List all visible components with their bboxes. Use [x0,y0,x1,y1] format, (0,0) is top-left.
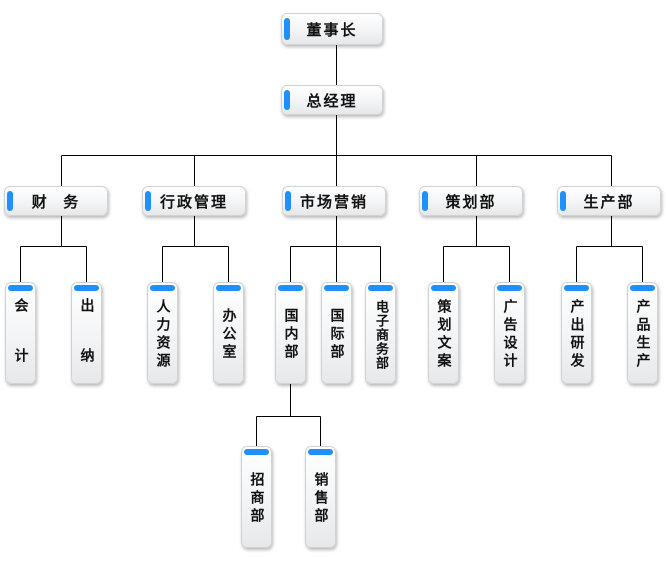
node-marketing: 市场营销 [282,186,386,216]
node-investment-promotion: 招商部 [241,446,272,548]
node-ad-design: 广告设计 [494,282,525,384]
node-label: 会 计 [12,298,29,372]
node-finance: 财 务 [4,186,108,216]
node-label: 产出研发 [568,299,585,371]
node-label: 办公室 [220,308,237,362]
connector-admin-children [162,216,229,282]
node-label: 销售部 [312,472,329,526]
node-planning: 策划部 [419,186,523,216]
node-product-production: 产品生产 [627,282,658,384]
node-office: 办公室 [213,282,244,384]
node-label: 人力资源 [154,299,171,371]
node-administration: 行政管理 [142,186,246,216]
node-general-manager: 总经理 [281,85,383,115]
node-human-resources: 人力资源 [147,282,178,384]
node-label: 国际部 [328,308,345,362]
node-label: 财 务 [31,192,81,211]
node-label: 国内部 [282,308,299,362]
node-label: 出 纳 [78,298,95,372]
node-ecommerce: 电子商务部 [365,282,396,384]
node-production: 生产部 [557,186,661,216]
connector-gm-departments [61,115,612,186]
node-label: 总经理 [306,91,358,110]
node-output-rnd: 产出研发 [561,282,592,384]
node-planning-copy: 策划文案 [428,282,459,384]
connector-marketing-children [290,216,381,282]
node-label: 策划部 [445,192,497,211]
node-international: 国际部 [321,282,352,384]
node-label: 行政管理 [159,192,228,211]
node-label: 招商部 [248,472,265,526]
node-label: 广告设计 [501,299,518,371]
node-label: 董事长 [306,20,358,39]
node-label: 市场营销 [299,192,368,211]
node-label: 电子商务部 [373,300,388,370]
node-label: 生产部 [583,192,635,211]
node-chairman: 董事长 [281,13,383,45]
node-sales: 销售部 [305,446,336,548]
node-accounting: 会 计 [5,282,36,384]
connector-production-children [576,216,643,282]
connector-planning-children [443,216,510,282]
node-domestic: 国内部 [275,282,306,384]
node-cashier: 出 纳 [71,282,102,384]
connector-domestic-children [256,384,321,446]
node-label: 产品生产 [634,299,651,371]
node-label: 策划文案 [435,299,452,371]
connector-finance-children [20,216,87,282]
